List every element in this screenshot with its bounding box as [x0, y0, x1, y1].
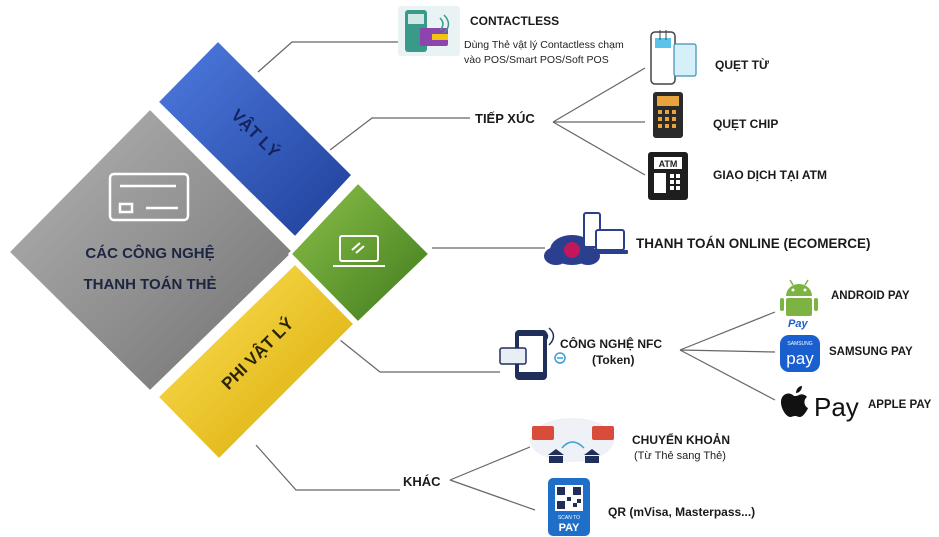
samsung-pay-label: SAMSUNG PAY: [829, 346, 913, 358]
connector-lines: [255, 41, 776, 511]
card-icon: [108, 172, 190, 222]
transfer-title: CHUYỂN KHOẢN: [632, 433, 731, 447]
swipe-label: QUẸT TỪ: [715, 58, 769, 72]
apple-pay-logo-text: Pay: [814, 392, 859, 422]
qr-label: QR (mVisa, Masterpass...): [608, 505, 756, 519]
atm-label: GIAO DỊCH TẠI ATM: [713, 168, 827, 182]
samsung-pay-logo-text: pay: [786, 349, 814, 368]
online-title: THANH TOÁN ONLINE (ECOMERCE): [636, 236, 871, 251]
android-pay-logo-text: Pay: [788, 318, 808, 330]
android-pay-label: ANDROID PAY: [831, 290, 910, 302]
physical-band: [154, 37, 356, 241]
transfer-subtitle: (Từ Thẻ sang Thẻ): [634, 450, 726, 462]
apple-pay-label: APPLE PAY: [868, 399, 932, 411]
center-title-line1: CÁC CÔNG NGHỆ: [85, 245, 215, 262]
android-pay-logo: Pay: [780, 279, 818, 330]
atm-icon-text: ATM: [659, 159, 678, 169]
contactless-title: CONTACTLESS: [470, 14, 560, 28]
chip-terminal-icon: [653, 92, 683, 138]
transfer-icon: [530, 418, 614, 463]
qr-scan-icon: SCAN TO PAY: [548, 478, 590, 536]
qr-icon-line2: PAY: [559, 522, 580, 534]
apple-pay-logo: Pay: [781, 386, 859, 422]
contactless-desc-line1: Dùng Thẻ vật lý Contactless chạm: [464, 39, 624, 51]
center-diamond: [5, 105, 297, 395]
contactless-pos-icon: [398, 6, 460, 56]
other-title: KHÁC: [403, 474, 441, 489]
samsung-pay-logo: SAMSUNG pay: [780, 335, 820, 372]
contact-title: TIẾP XÚC: [475, 111, 535, 126]
chip-label: QUẸT CHIP: [713, 117, 779, 131]
non-physical-band: [154, 260, 358, 463]
center-title: CÁC CÔNG NGHỆ THANH TOÁN THẺ: [58, 238, 242, 300]
swipe-icon: [650, 30, 697, 85]
center-title-line2: THANH TOÁN THẺ: [83, 276, 217, 293]
nfc-title: CÔNG NGHỆ NFC: [560, 337, 662, 351]
atm-icon: ATM: [648, 152, 688, 200]
nfc-phone-icon: [499, 327, 566, 380]
qr-icon-line1: SCAN TO: [558, 515, 580, 521]
contactless-desc-line2: vào POS/Smart POS/Soft POS: [464, 54, 609, 66]
cloud-devices-icon: [544, 212, 628, 265]
laptop-icon: [333, 235, 385, 267]
nfc-subtitle: (Token): [592, 353, 635, 367]
samsung-brand-text: SAMSUNG: [787, 341, 812, 347]
online-diamond: [287, 179, 433, 326]
